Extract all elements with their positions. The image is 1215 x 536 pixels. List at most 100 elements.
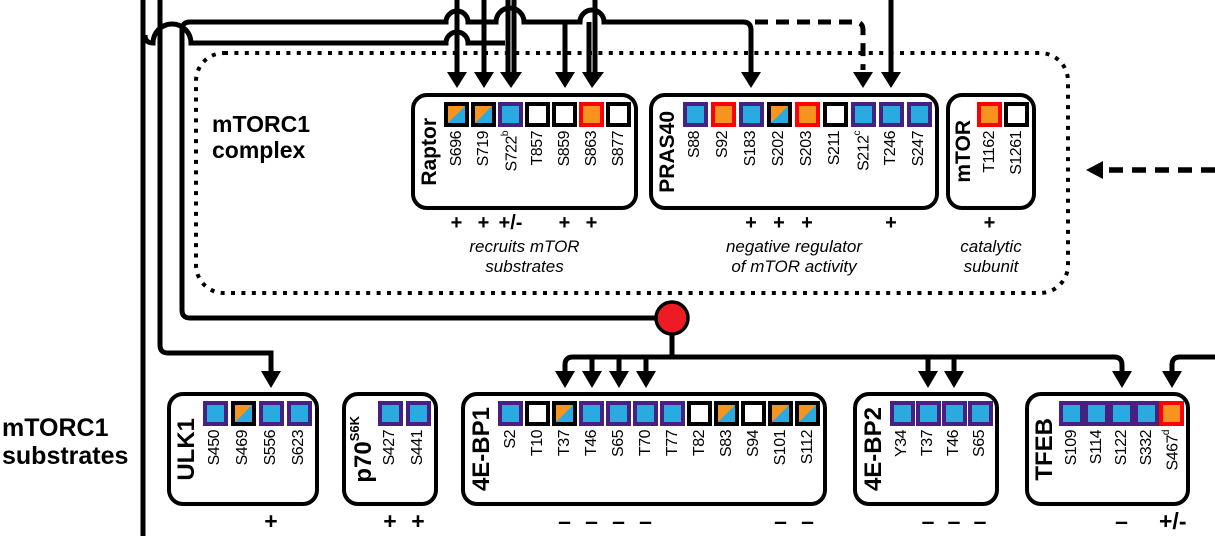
- effect-mark: +: [264, 508, 278, 534]
- line-to-branch-node: [179, 30, 656, 321]
- site-label-4ebp1-t10: T10: [528, 430, 546, 457]
- effect-mark: [849, 212, 877, 235]
- effect-mark: +: [885, 212, 897, 234]
- line-h2: [142, 21, 505, 46]
- site-label-raptor-t857: T857: [528, 131, 546, 166]
- site-label-raptor-s859: S859: [555, 131, 573, 167]
- site-square-4ebp1-t37: [552, 401, 577, 426]
- effect-row-ulk1: +: [201, 508, 313, 535]
- site-square-4ebp1-s83: [714, 401, 739, 426]
- effect-mark: –: [801, 508, 814, 534]
- effect-row-4ebp2: –––: [889, 508, 993, 535]
- site-square-tfeb-s122: [1109, 401, 1134, 426]
- substrates-label-line1: mTORC1: [2, 414, 109, 442]
- effect-mark: +: [383, 508, 397, 534]
- site-label-4ebp1-s94: S94: [744, 430, 762, 457]
- effect-mark: –: [558, 508, 571, 534]
- effect-mark: +: [983, 212, 996, 234]
- site-label-4ebp1-s101: S101: [771, 430, 789, 466]
- site-square-4ebp1-t82: [687, 401, 712, 426]
- site-label-4ebp1-s65: S65: [609, 430, 627, 457]
- effect-mark: [889, 508, 915, 535]
- site-label-tfeb-s109: S109: [1062, 430, 1080, 466]
- site-label-4ebp1-t70: T70: [636, 430, 654, 457]
- site-label-pras40-s212: S212c: [852, 131, 873, 171]
- effect-mark: [1059, 508, 1084, 535]
- complex-label: mTORC1 complex: [212, 111, 310, 164]
- protein-name-p70s6k: p70S6K: [346, 415, 377, 483]
- effect-mark: –: [973, 508, 987, 534]
- site-label-4ebp1-s112: S112: [798, 430, 816, 465]
- site-square-raptor-s719: [471, 102, 496, 127]
- substrate-rail: [562, 354, 1125, 373]
- site-label-raptor-s719: S719: [474, 131, 492, 167]
- protein-name-4ebp2: 4E-BP2: [860, 406, 887, 492]
- site-label-tfeb-s332: S332: [1137, 430, 1155, 466]
- site-square-4ebp1-s112: [795, 401, 820, 426]
- effect-mark: [659, 508, 686, 535]
- effect-row-mtor: +: [976, 212, 1030, 235]
- site-label-ulk1-s623: S623: [290, 430, 307, 466]
- site-label-tfeb-s114: S114: [1087, 430, 1105, 465]
- effect-row-tfeb: –+/-: [1059, 508, 1187, 535]
- site-square-4ebp2-t46: [941, 401, 967, 426]
- protein-name-ulk1: ULK1: [173, 417, 200, 481]
- site-square-4ebp2-s65: [967, 401, 993, 426]
- effect-mark: [524, 508, 551, 535]
- effect-row-pras40: ++++: [681, 212, 933, 235]
- protein-name-tfeb: TFEB: [1031, 417, 1058, 481]
- site-label-4ebp2-y34: Y34: [893, 430, 910, 457]
- site-square-pras40-s88: [682, 102, 708, 127]
- effect-mark: [524, 212, 551, 235]
- line-to-ulk1: [157, 0, 274, 373]
- site-label-pras40-s183: S183: [742, 131, 759, 167]
- site-label-ulk1-s556: S556: [262, 430, 279, 466]
- site-label-mtor-s1261: S1261: [1007, 131, 1025, 175]
- site-label-raptor-s863: S863: [582, 131, 600, 167]
- site-square-4ebp1-t70: [633, 401, 658, 426]
- line-h1: [190, 5, 754, 74]
- effect-row-4ebp1: ––––––: [497, 508, 821, 535]
- protein-name-4ebp1: 4E-BP1: [468, 406, 495, 492]
- dotted-complex-boundary: [194, 51, 1070, 295]
- site-square-raptor-t857: [525, 102, 550, 127]
- site-square-4ebp2-t37: [915, 401, 941, 426]
- site-label-4ebp1-t37: T37: [555, 430, 573, 457]
- site-square-pras40-t246: [878, 102, 904, 127]
- site-label-p70s6k-s427: S427: [381, 430, 398, 466]
- site-label-ulk1-s450: S450: [206, 430, 223, 466]
- effect-mark: [709, 212, 737, 235]
- site-label-raptor-s877: S877: [609, 131, 627, 167]
- site-label-4ebp1-t77: T77: [663, 430, 681, 457]
- effect-mark: –: [612, 508, 625, 534]
- effect-mark: [740, 508, 767, 535]
- site-label-pras40-s202: S202: [770, 131, 787, 167]
- site-label-pras40-s203: S203: [798, 131, 815, 167]
- site-label-p70s6k-s441: S441: [409, 430, 426, 466]
- site-square-4ebp1-s94: [741, 401, 766, 426]
- substrates-label: mTORC1 substrates: [2, 414, 128, 470]
- effect-mark: [497, 508, 524, 535]
- site-square-tfeb-s467: [1159, 401, 1184, 426]
- site-label-mtor-t1162: T1162: [980, 131, 998, 173]
- site-square-p70s6k-s441: [405, 401, 431, 426]
- site-square-pras40-s212: [850, 102, 876, 127]
- effect-mark: [1134, 508, 1159, 535]
- site-square-mtor-t1162: [977, 102, 1002, 127]
- effect-mark: +/-: [1159, 508, 1187, 534]
- site-square-4ebp1-t46: [579, 401, 604, 426]
- site-square-p70s6k-s427: [377, 401, 403, 426]
- site-square-ulk1-s469: [230, 401, 256, 426]
- site-square-pras40-s92: [710, 102, 736, 127]
- effect-mark: [229, 508, 257, 535]
- site-label-4ebp1-t82: T82: [690, 430, 708, 457]
